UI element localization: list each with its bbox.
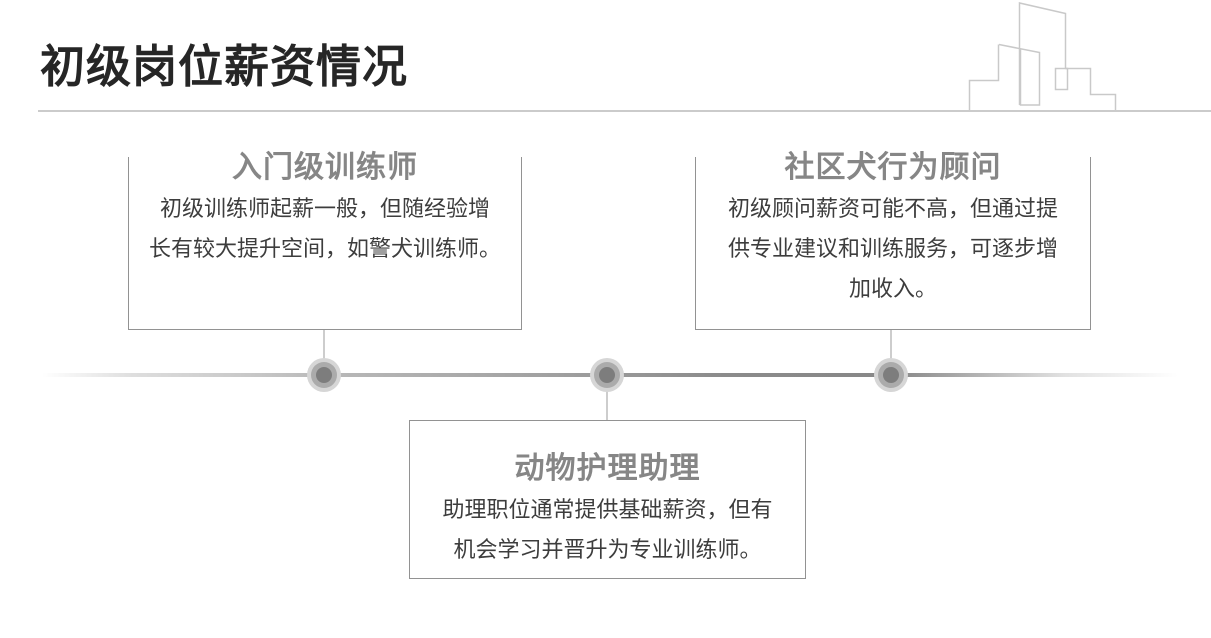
card-body: 初级训练师起薪一般，但随经验增 长有较大提升空间，如警犬训练师。 <box>148 196 501 261</box>
building-skyline-icon <box>968 2 1117 110</box>
card-title: 社区犬行为顾问 <box>784 151 1002 184</box>
card-title: 入门级训练师 <box>232 151 418 184</box>
timeline-dot-3 <box>883 367 899 383</box>
connector-dot-to-card3 <box>606 391 608 420</box>
card-title: 动物护理助理 <box>514 452 701 485</box>
skyline-right-steps <box>1065 67 1117 110</box>
connector-card2-to-dot <box>890 330 892 362</box>
card-animal-care-assistant: 动物护理助理 助理职位通常提供基础薪资，但有 机会学习并晋升为专业训练师。 <box>409 420 806 579</box>
skyline-steps <box>968 44 1000 110</box>
skyline-mid-building <box>998 43 1041 106</box>
page-title: 初级岗位薪资情况 <box>40 41 409 92</box>
card-entry-level-trainer: 入门级训练师 初级训练师起薪一般，但随经验增 长有较大提升空间，如警犬训练师。 <box>128 151 522 330</box>
card-community-dog-behavior-consultant: 社区犬行为顾问 初级顾问薪资可能不高，但通过提 供专业建议和训练服务，可逐步增 … <box>695 151 1091 330</box>
card-body: 初级顾问薪资可能不高，但通过提 供专业建议和训练服务，可逐步增 加收入。 <box>727 196 1058 301</box>
timeline-dot-2 <box>599 367 615 383</box>
card-body: 助理职位通常提供基础薪资，但有 机会学习并晋升为专业训练师。 <box>442 497 773 562</box>
skyline-tall-building <box>1018 2 1067 105</box>
skyline-window <box>1054 67 1069 91</box>
timeline-dot-1 <box>316 367 332 383</box>
connector-card1-to-dot <box>323 330 325 362</box>
title-underline <box>38 110 1211 112</box>
